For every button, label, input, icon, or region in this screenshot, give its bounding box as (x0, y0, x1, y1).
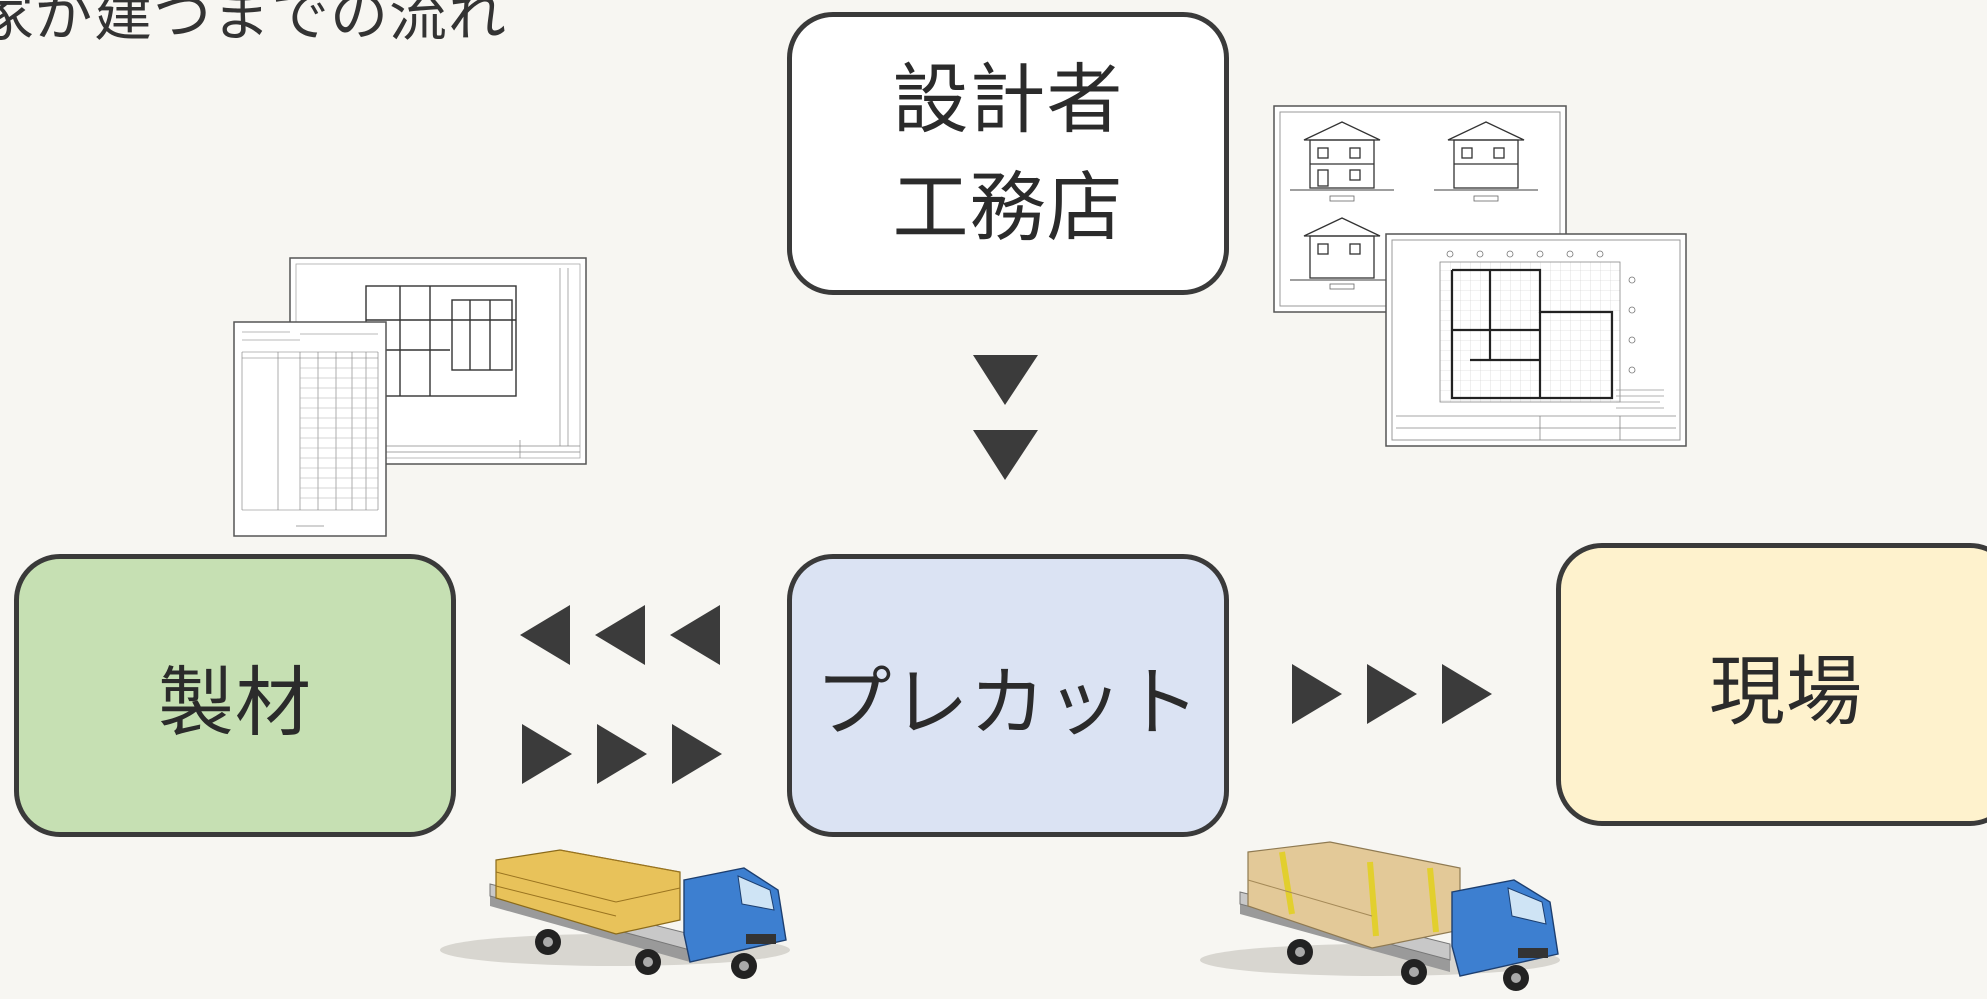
right-arrow-1 (522, 724, 572, 784)
site-arrow-1 (1292, 664, 1342, 724)
precut-label: プレカット (815, 657, 1201, 747)
wrapped-lumber-truck-icon (1200, 841, 1560, 991)
left-arrow-2 (595, 605, 645, 665)
site-arrow-2 (1367, 664, 1417, 724)
right-arrows-site (1292, 664, 1492, 724)
right-arrows-lower (522, 724, 722, 784)
left-arrows (520, 605, 720, 665)
site-arrow-3 (1442, 664, 1492, 724)
designer-label: 設計者 (892, 54, 1124, 144)
down-arrow-2 (973, 430, 1038, 480)
lumber-mill-box: 製材 (14, 554, 456, 837)
page-title: 家が建つまでの流れ (0, 0, 508, 49)
left-arrow-1 (520, 605, 570, 665)
left-arrow-3 (670, 605, 720, 665)
down-arrow-1 (973, 355, 1038, 405)
lumber-list-document-icon (233, 321, 387, 537)
designer-builder-box: 設計者 工務店 (787, 12, 1229, 295)
construction-site-label: 現場 (1709, 646, 1863, 736)
construction-site-box: 現場 (1556, 543, 1987, 826)
right-arrow-3 (672, 724, 722, 784)
right-arrow-2 (597, 724, 647, 784)
floor-plan-drawing-icon (1385, 233, 1687, 447)
lumber-mill-label: 製材 (158, 657, 312, 747)
precut-box: プレカット (787, 554, 1229, 837)
lumber-truck-icon (440, 849, 790, 979)
builder-label: 工務店 (892, 162, 1124, 252)
down-arrows (973, 355, 1038, 480)
